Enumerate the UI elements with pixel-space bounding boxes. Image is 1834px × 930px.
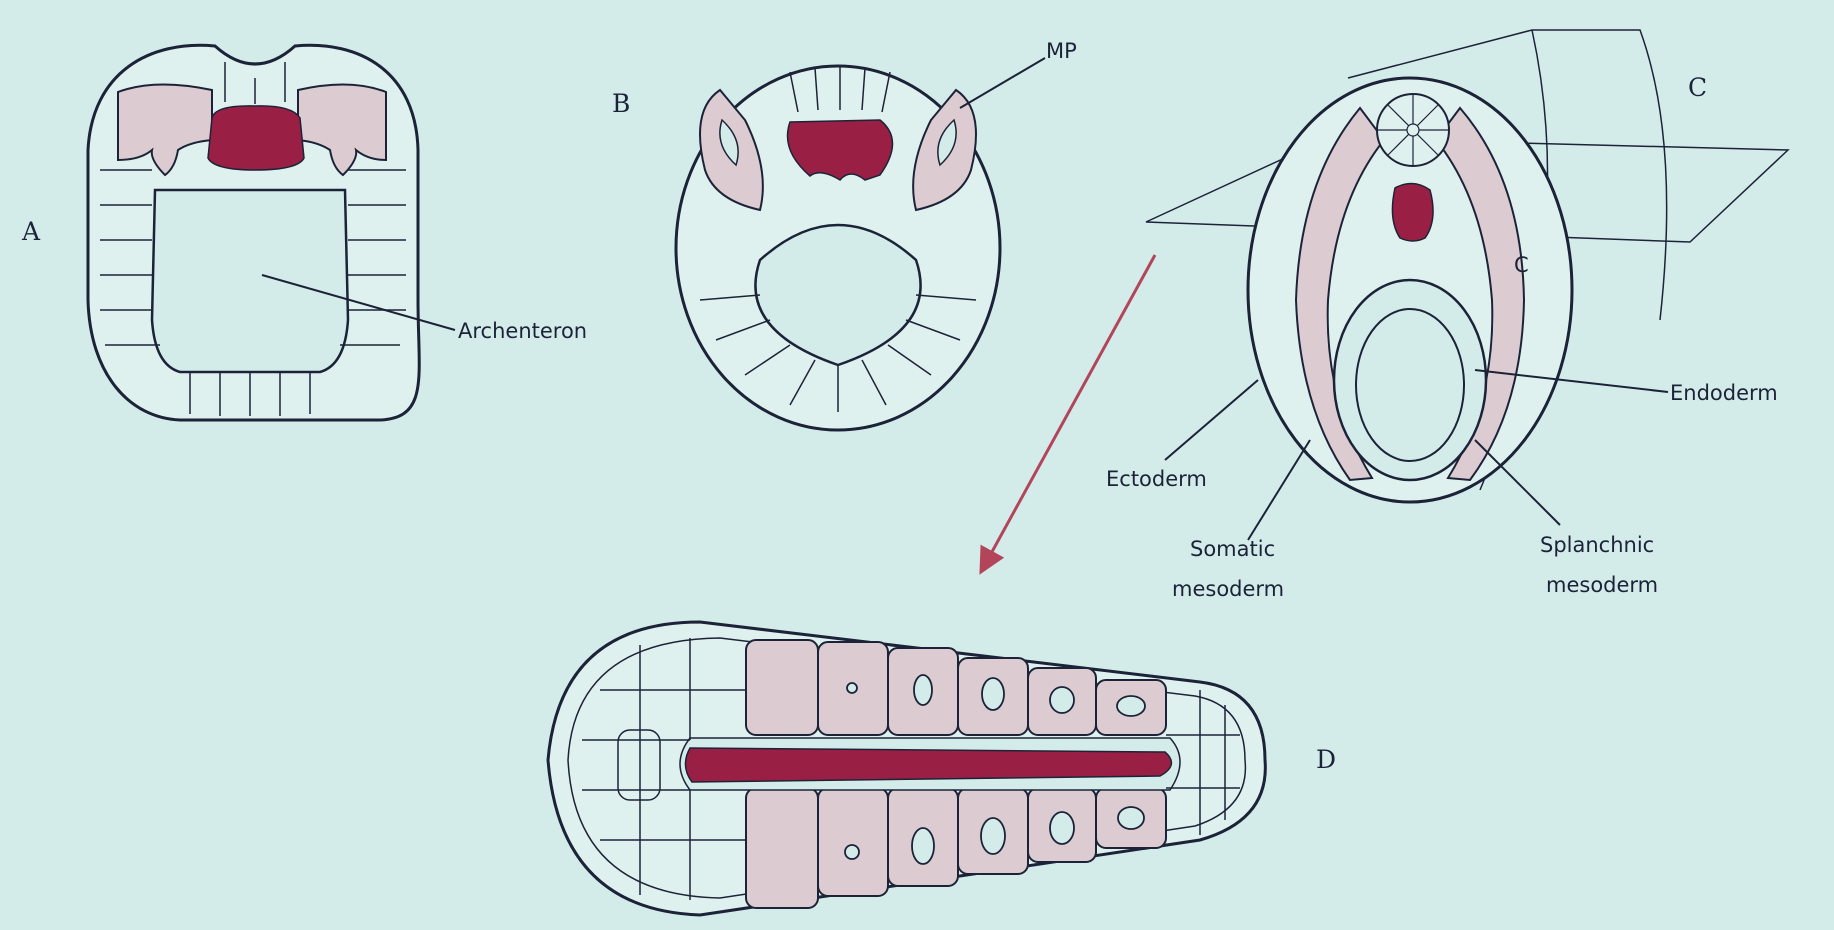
section-arrow [982, 255, 1155, 570]
panel-a-notochord [208, 106, 304, 170]
somatic-label-line2: mesoderm [1172, 577, 1284, 601]
splanchnic-leader [1475, 440, 1560, 525]
panel-c: C C Endoderm Ectoderm Somatic mesoderm S… [1106, 30, 1788, 601]
panel-c-notochord [1392, 183, 1433, 241]
panel-c-gut-inner [1356, 309, 1464, 461]
panel-b: B MP [612, 39, 1077, 430]
panel-c-coelom-letter: C [1514, 253, 1529, 277]
splanchnic-label-line1: Splanchnic [1540, 533, 1654, 557]
endoderm-label: Endoderm [1670, 381, 1778, 405]
panel-a-archenteron [152, 190, 348, 372]
panel-d-notochord [685, 748, 1171, 782]
panel-d-lower-somites [746, 788, 1166, 908]
mp-leader [960, 58, 1045, 108]
panel-c-letter: C [1688, 73, 1707, 102]
panel-d: D [548, 622, 1336, 915]
archenteron-label: Archenteron [458, 319, 587, 343]
ectoderm-label: Ectoderm [1106, 467, 1207, 491]
panel-a-letter: A [21, 217, 41, 246]
splanchnic-label-line2: mesoderm [1546, 573, 1658, 597]
somatic-label-line1: Somatic [1190, 537, 1275, 561]
somatic-leader [1248, 440, 1310, 540]
mp-label: MP [1046, 39, 1077, 63]
panel-b-letter: B [612, 89, 630, 118]
ectoderm-leader [1165, 380, 1258, 460]
panel-a: A Archenteron [21, 45, 587, 420]
panel-d-letter: D [1316, 745, 1336, 774]
panel-d-upper-somites [746, 640, 1166, 735]
